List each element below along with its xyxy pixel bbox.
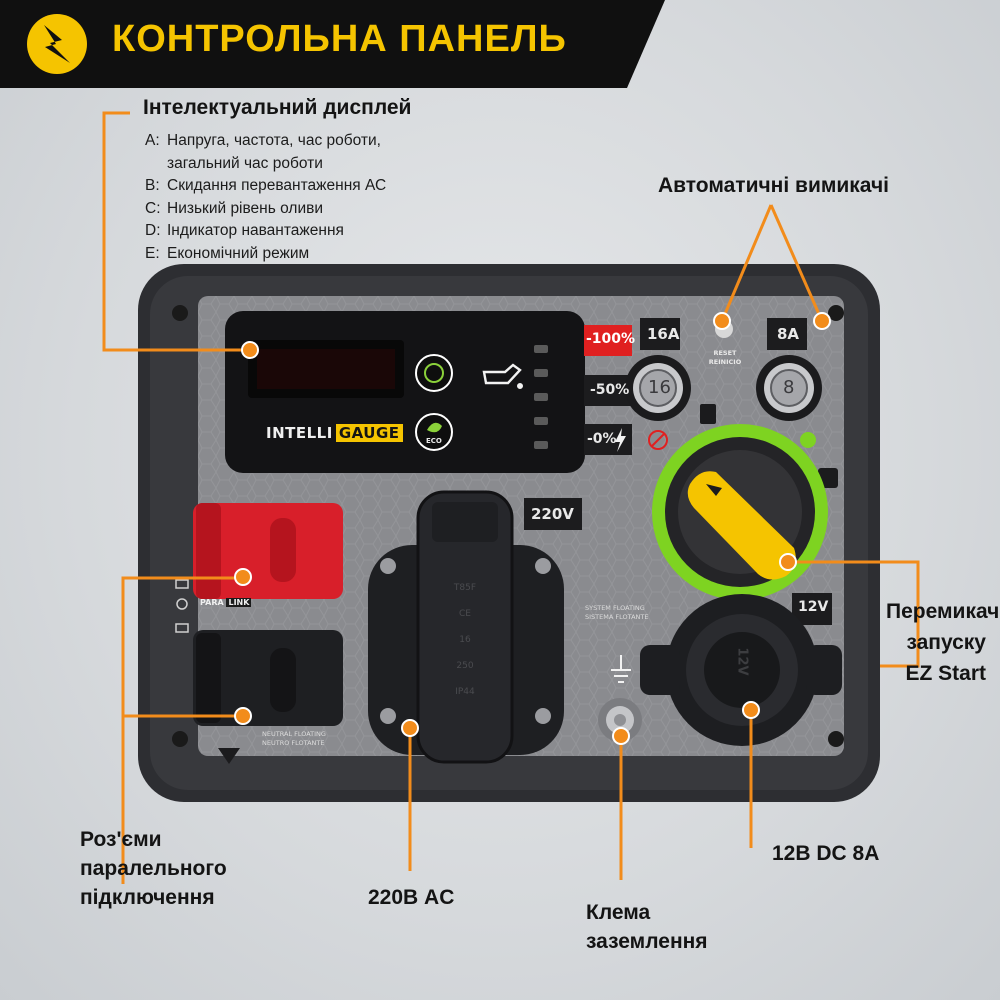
ground-terminal [598, 698, 642, 742]
list-item: E:Економічний режим [145, 244, 310, 262]
parallel-link-black[interactable] [193, 630, 343, 726]
fuel-off-icon [700, 404, 716, 424]
breakers-callout: Автоматичні вимикачі [658, 174, 889, 197]
header-bar [0, 0, 665, 88]
oil-can-icon [482, 363, 524, 390]
parallel-socket-black [193, 630, 343, 726]
breaker-16-label: 16A [647, 325, 680, 343]
parallel-socket-red [193, 503, 343, 599]
dc-12v-outlet[interactable] [666, 594, 818, 746]
system-floating-label: SYSTEM FLOATING SISTEMA FLOTANTE [585, 604, 649, 621]
ez-start-switch[interactable] [652, 424, 828, 600]
list-item: A:Напруга, частота, час роботи, [145, 132, 381, 149]
load-led-column [534, 345, 548, 449]
neutral-floating-label: NEUTRAL FLOATING NEUTRO FLOTANTE [262, 730, 326, 747]
load-100-plate [584, 325, 632, 356]
list-item: D:Індикатор навантаження [145, 222, 344, 239]
breaker-16-label-plate [640, 318, 680, 350]
ac-socket-220v[interactable] [368, 492, 564, 762]
breaker-16-value[interactable]: 16 [648, 377, 671, 398]
ac-voltage-label: 220V [531, 505, 574, 523]
ac-output-callout: 220В AC [368, 886, 455, 909]
socket-markings: T85F CE 16 250 IP44 [453, 583, 477, 697]
reset-label: RESET REINICIO [708, 349, 742, 366]
ground-icon [611, 655, 631, 683]
eco-button-icon [415, 413, 453, 451]
list-item: B:Скидання перевантаження АС [145, 177, 387, 194]
list-item: C:Низький рівень оливи [145, 199, 323, 217]
callout-dots [234, 312, 831, 745]
fuel-on-icon [800, 432, 816, 448]
ac-socket-screws [380, 558, 551, 724]
ac-voltage-plate [524, 498, 582, 530]
breaker-8-button[interactable] [756, 355, 822, 421]
breaker-16 [625, 355, 691, 421]
breaker-8-label-plate [767, 318, 807, 350]
panel-screws [172, 305, 844, 747]
ground-callout: Клема заземлення [586, 901, 708, 953]
reset-display-button[interactable] [416, 355, 452, 391]
parallel-icon [175, 579, 189, 633]
breaker-8 [756, 355, 822, 421]
load-50-label: -50% [590, 382, 630, 398]
no-fuel-icon [648, 430, 668, 450]
ground-terminal-knob[interactable] [598, 698, 642, 742]
display-feature-list: A:Напруга, частота, час роботи, загальни… [145, 130, 386, 265]
para-link-label: PARA LINK [200, 598, 252, 607]
load-50-plate [584, 375, 632, 406]
eco-label: ECO [426, 437, 442, 445]
list-item: загальний час роботи [167, 154, 323, 172]
dc-voltage-label: 12V [798, 599, 829, 615]
dc-output-callout: 12В DC 8A [772, 842, 880, 865]
dc-outlet [640, 594, 842, 746]
breaker-8-value[interactable]: 8 [783, 377, 795, 398]
ez-start-knob-handle [687, 471, 796, 580]
breaker-16-button[interactable] [625, 355, 691, 421]
lightning-icon [615, 428, 626, 452]
ez-start-callout: Перемикач запуску EZ Start [886, 600, 1000, 685]
ground-symbol-small-icon [218, 748, 240, 764]
display-callout-title: Інтелектуальний дисплей [143, 96, 412, 119]
eco-mode-button[interactable] [416, 414, 452, 450]
parallel-callout: Роз'єми паралельного підключення [80, 828, 227, 909]
parallel-link-red[interactable] [193, 503, 343, 599]
load-0-label: -0% [587, 431, 617, 447]
breaker-8-label: 8A [777, 325, 800, 343]
callout-lines [102, 111, 920, 884]
ac-socket-lid [416, 490, 514, 764]
recycle-eco-button-icon [415, 354, 453, 392]
load-100-label: -100% [586, 331, 636, 347]
page-title: КОНТРОЛЬНА ПАНЕЛЬ [112, 18, 567, 60]
lightning-claw-icon [27, 14, 87, 74]
